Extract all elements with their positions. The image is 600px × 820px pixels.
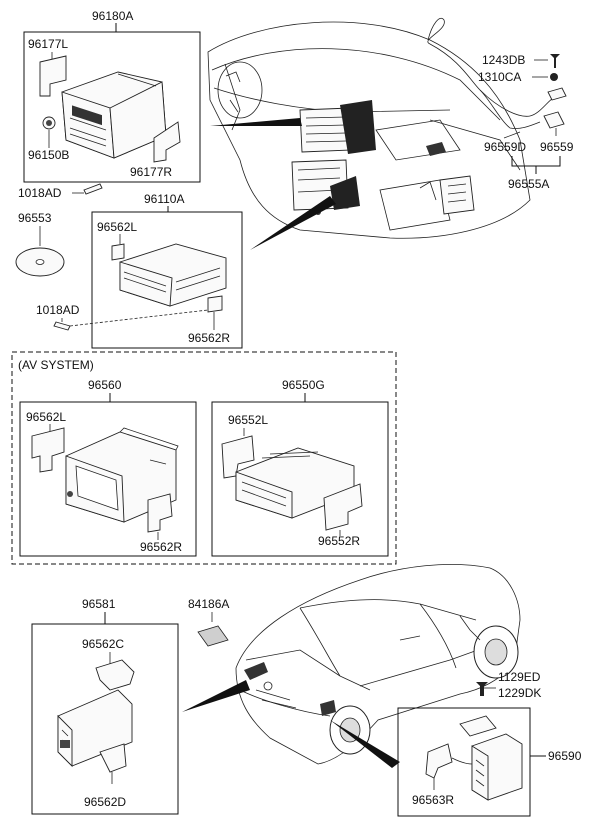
label-1129ED: 1129ED [498, 670, 541, 684]
label-96562D: 96562D [84, 795, 126, 809]
leader-arrow-amplifier [182, 680, 250, 712]
head-unit-group: 96180A 96177L 96150B 96177R 1018AD [18, 9, 201, 200]
radio-unit-icon [61, 71, 167, 159]
av-system-box [11, 351, 397, 565]
nav-unit-group: 96560 96562L 96562R [19, 378, 197, 557]
label-96563R: 96563R [412, 793, 454, 807]
screw-1129ED [476, 682, 488, 696]
amplifier-group: 96581 96562C 96562D [31, 597, 179, 815]
leader-arrow-module [330, 720, 400, 768]
label-84186A: 84186A [188, 597, 229, 611]
cd-player-box [91, 211, 243, 349]
bracket-96177R [153, 121, 181, 163]
nut-1310CA [550, 73, 558, 81]
head-unit-box [23, 31, 201, 183]
label-96555A: 96555A [508, 177, 549, 191]
label-96180A: 96180A [92, 9, 133, 23]
module-bracket [459, 715, 497, 737]
bracket-96562D [99, 743, 127, 773]
av-unit-box [211, 401, 389, 557]
screw-1018AD-a [83, 183, 103, 195]
bracket-96563R [425, 743, 453, 779]
label-96562R-a: 96562R [188, 331, 230, 345]
bracket-96562R-b [147, 493, 173, 533]
label-96562L-a: 96562L [97, 220, 137, 234]
label-96553: 96553 [18, 211, 52, 225]
label-96562C: 96562C [82, 637, 124, 651]
label-96552R: 96552R [318, 534, 360, 548]
label-96177R: 96177R [130, 165, 172, 179]
bracket-96562L-b [31, 427, 65, 473]
label-96560: 96560 [88, 378, 122, 392]
label-96581: 96581 [82, 597, 116, 611]
clip-96559D [547, 87, 567, 101]
pad-84186A [197, 625, 229, 647]
screw-1243DB [550, 54, 560, 68]
dashboard-illustration [207, 21, 531, 239]
clip-96559 [543, 111, 565, 129]
av-system-label: (AV SYSTEM) [18, 358, 94, 372]
label-96590: 96590 [548, 749, 582, 763]
label-1243DB: 1243DB [482, 53, 525, 67]
screw-1018AD-b [53, 321, 71, 331]
label-96110A: 96110A [144, 192, 184, 206]
label-96559: 96559 [540, 140, 574, 154]
amplifier-icon [57, 689, 133, 768]
label-1310CA: 1310CA [478, 70, 521, 84]
label-1018AD-a: 1018AD [18, 186, 62, 200]
label-96559D: 96559D [484, 140, 526, 154]
module-box [397, 707, 531, 817]
label-96562R-b: 96562R [140, 540, 182, 554]
leader-arrow-cdplayer [250, 196, 336, 250]
leader-arrow-headunit [210, 118, 302, 126]
amplifier-box [31, 623, 179, 815]
car-illustration [235, 564, 521, 765]
label-96150B: 96150B [28, 148, 69, 162]
av-unit-96550G-group: 96550G 96552L 96552R [211, 378, 389, 557]
label-96562L-b: 96562L [26, 410, 66, 424]
bracket-96552L [221, 435, 255, 479]
module-icon [471, 733, 523, 801]
label-1229DK: 1229DK [498, 686, 541, 700]
antenna-cable-group: 1243DB 1310CA 96559D 96559 96555A [427, 17, 574, 191]
cd-player-icon [119, 243, 227, 307]
label-1018AD-b: 1018AD [36, 303, 80, 317]
nav-unit-box [19, 401, 197, 557]
label-96552L: 96552L [228, 413, 268, 427]
bracket-96562C [95, 659, 135, 691]
cd-player-group: 96110A 96562L 96562R [91, 192, 243, 349]
module-96590-group: 1129ED 1229DK 96590 96563R [397, 670, 582, 817]
bracket-96562R-a [207, 295, 223, 313]
bracket-96552R [323, 483, 363, 531]
label-96550G: 96550G [282, 378, 325, 392]
bracket-96562L-a [111, 243, 125, 261]
label-96177L: 96177L [28, 37, 68, 51]
bracket-96177L [39, 55, 67, 97]
